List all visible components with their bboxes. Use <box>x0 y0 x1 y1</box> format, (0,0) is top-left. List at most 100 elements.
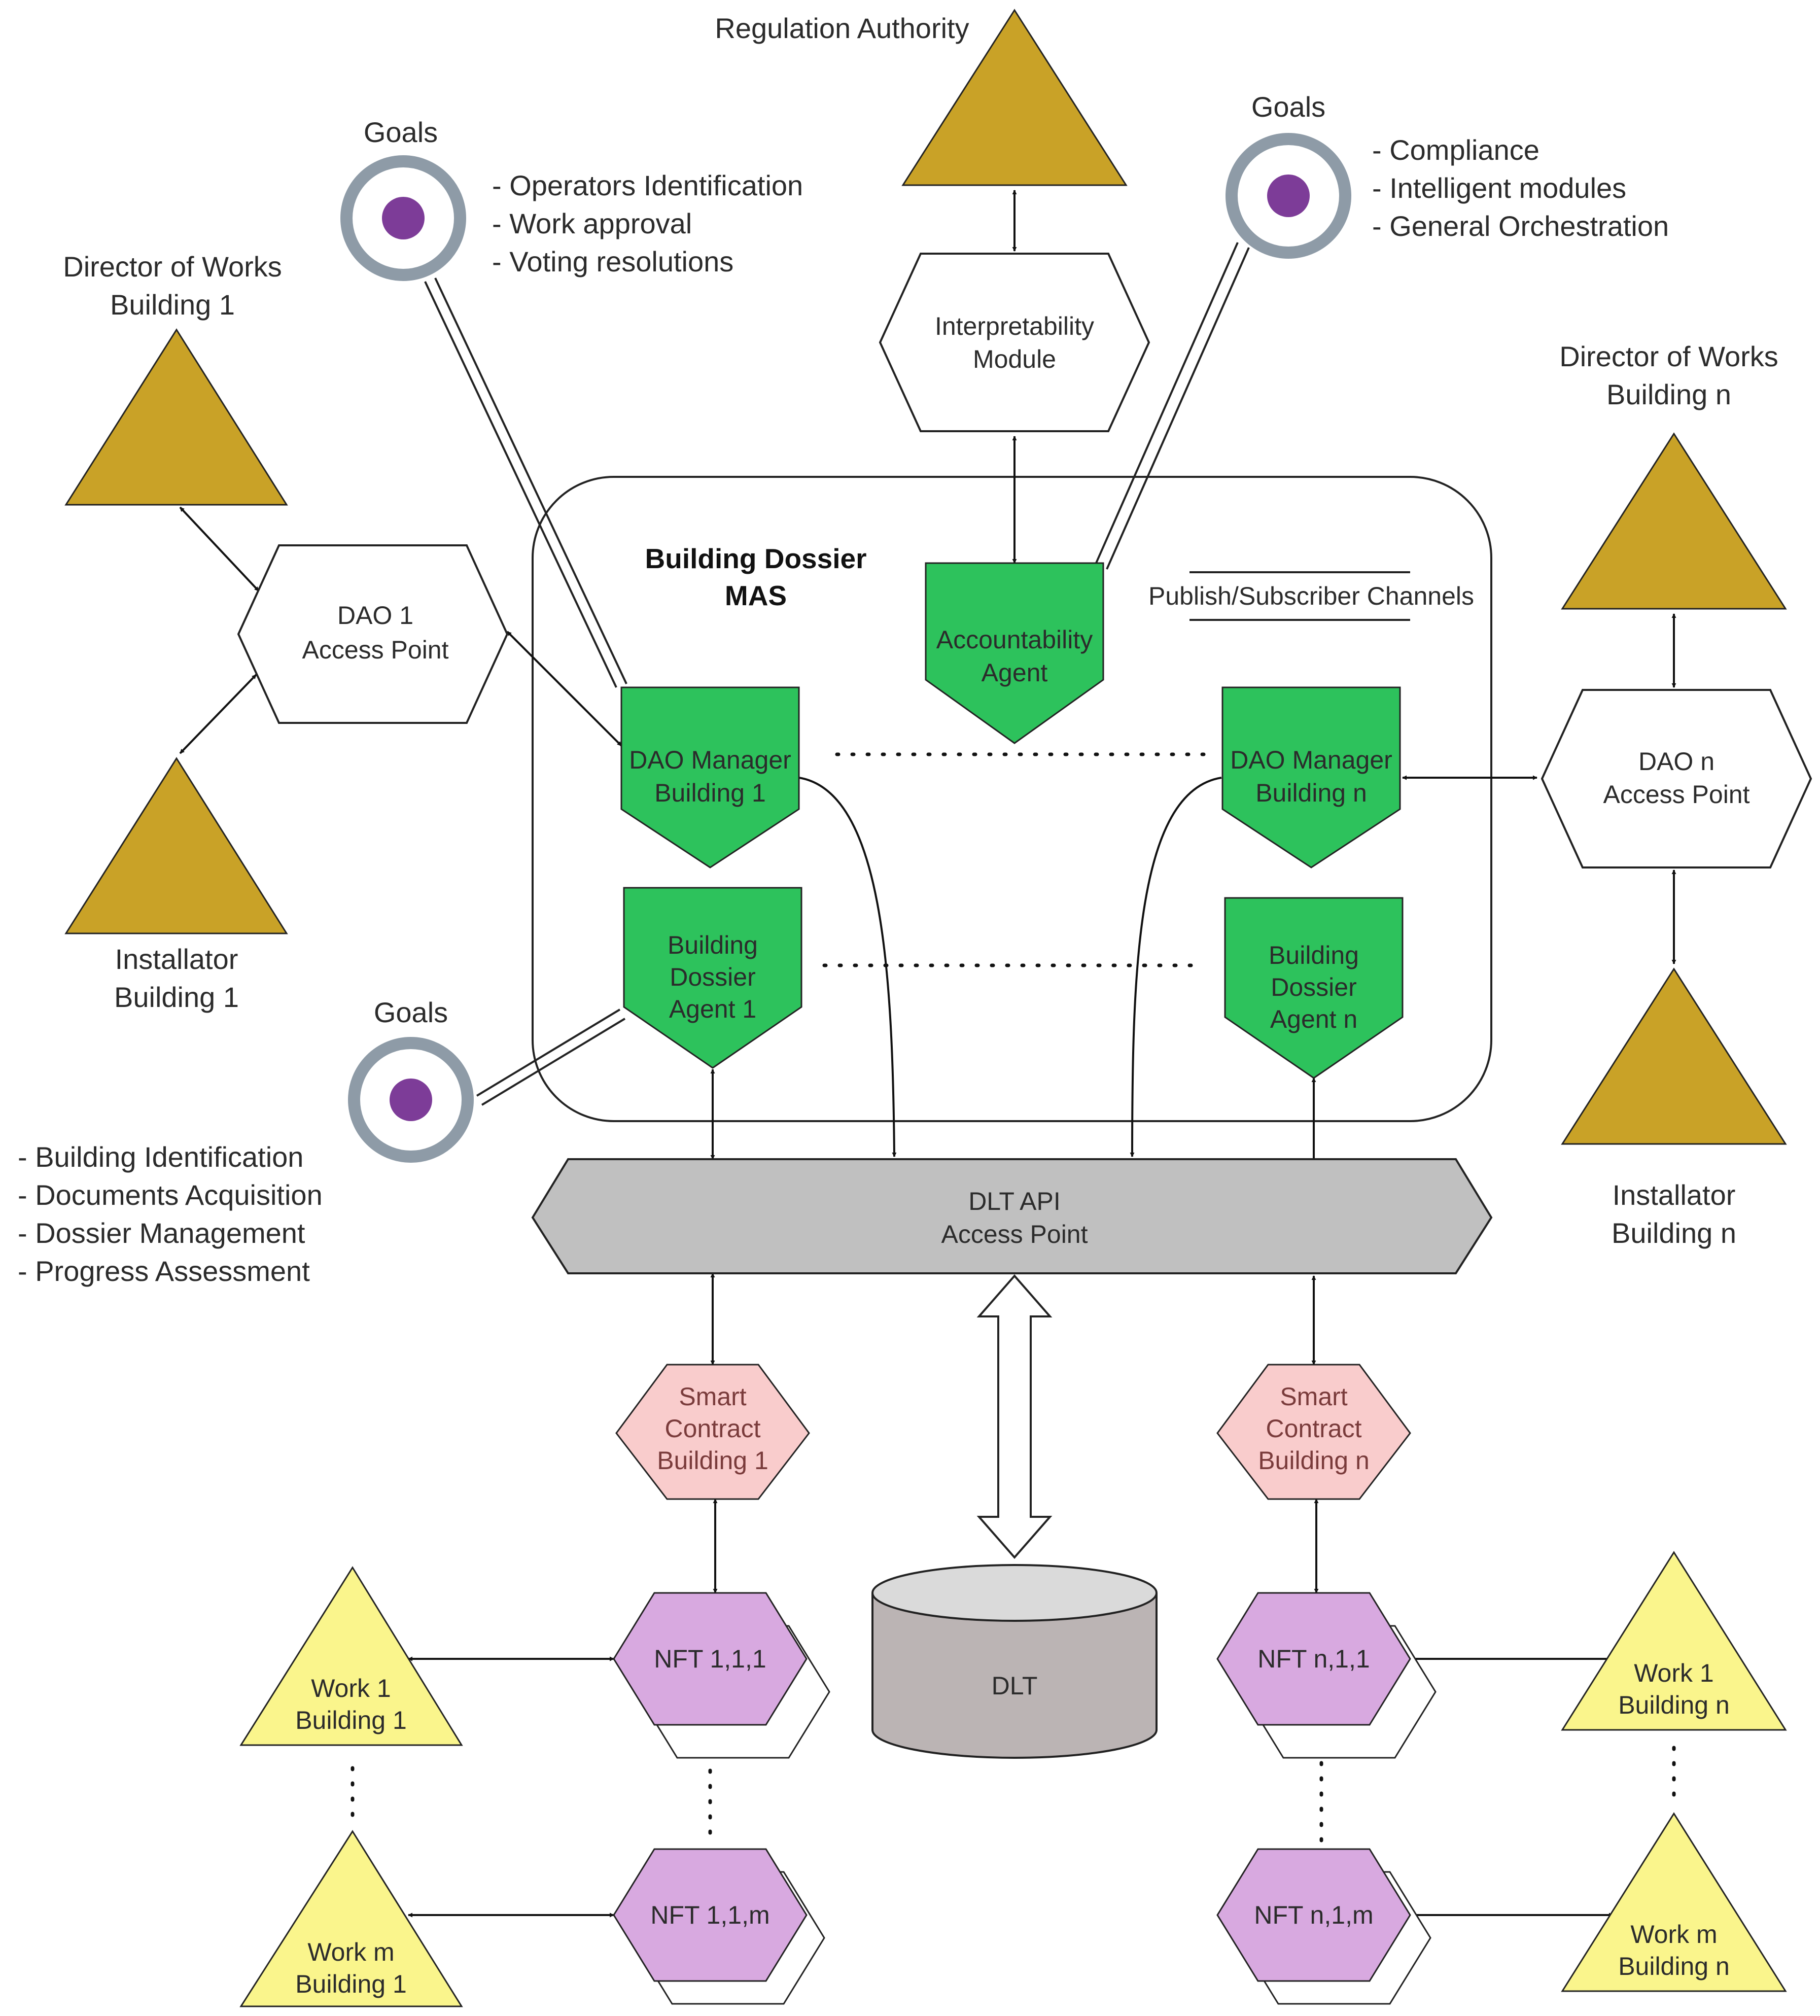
actor-label: Building n <box>1612 1217 1736 1249</box>
actor-triangle <box>901 9 1128 186</box>
building-dossier-agent-1: Building Dossier Agent 1 <box>623 887 802 1069</box>
agent-shape <box>1221 686 1401 868</box>
director-of-works-building-n: Director of Works Building n <box>1559 340 1787 610</box>
agent-label: Building <box>668 931 758 959</box>
smart-contract-building-1: Smart Contract Building 1 <box>615 1364 810 1500</box>
goal-item: - Progress Assessment <box>18 1255 310 1287</box>
work-label: Work m <box>307 1938 394 1966</box>
nft-label: NFT n,1,m <box>1254 1901 1373 1929</box>
agent-label: Building <box>1269 941 1359 969</box>
agent-shape <box>620 686 800 868</box>
mas-container <box>532 476 1492 1122</box>
agent-label: DAO Manager <box>629 746 791 774</box>
nft-n-1-m: NFT n,1,m <box>1216 1848 1431 2005</box>
hexagon <box>1216 1364 1411 1500</box>
agent-shape <box>925 562 1104 744</box>
work-label: Building n <box>1618 1691 1730 1719</box>
agent-label: Dossier <box>1271 973 1356 1001</box>
work-triangle <box>1561 1812 1787 1992</box>
actor-label: Building 1 <box>110 289 235 321</box>
agent-label: Agent n <box>1270 1005 1357 1033</box>
installator-building-1: Installator Building 1 <box>64 757 288 1013</box>
agent-shape <box>623 887 802 1069</box>
work-label: Building n <box>1618 1952 1730 1980</box>
dlt-label: DLT <box>992 1672 1038 1700</box>
nft-label: NFT 1,1,m <box>650 1901 769 1929</box>
agent-label: Agent <box>982 658 1048 687</box>
goal-dot <box>382 197 425 239</box>
accountability-agent: Accountability Agent <box>925 562 1104 744</box>
agent-shape <box>1224 897 1404 1079</box>
work-1-building-n: Work 1 Building n <box>1561 1551 1787 1731</box>
hex-label: Smart <box>1280 1382 1347 1411</box>
nft-front <box>613 1848 808 1982</box>
actor-triangle <box>64 757 288 934</box>
hexagon <box>237 544 509 724</box>
goal-item: - Intelligent modules <box>1372 172 1626 204</box>
work-label: Work 1 <box>311 1674 391 1702</box>
hexagon <box>879 253 1150 432</box>
hex-label: DAO n <box>1638 747 1714 776</box>
hex-label: Building n <box>1258 1446 1370 1475</box>
hex-label: Access Point <box>1603 780 1749 809</box>
agent-label: Building n <box>1255 779 1367 807</box>
actor-triangle <box>1561 432 1787 610</box>
hex-label: DLT API <box>968 1187 1061 1215</box>
work-triangle <box>1561 1551 1787 1731</box>
work-triangle <box>239 1830 463 2007</box>
agent-label: DAO Manager <box>1230 746 1392 774</box>
building-dossier-agent-n: Building Dossier Agent n <box>1224 897 1404 1079</box>
goal-ring <box>348 1037 474 1163</box>
agent-label: Agent 1 <box>669 995 756 1023</box>
agent-label: Accountability <box>936 625 1093 654</box>
nft-front <box>613 1592 808 1726</box>
actor-label: Building n <box>1606 378 1731 410</box>
goal-ring <box>340 155 466 281</box>
work-label: Work m <box>1630 1920 1717 1949</box>
nft-1-1-m: NFT 1,1,m <box>613 1848 825 2005</box>
actor-label: Regulation Authority <box>715 12 969 44</box>
goal-dot <box>1267 175 1310 217</box>
goal-item: - Voting resolutions <box>492 246 733 277</box>
dao-manager-building-n: DAO Manager Building n <box>1221 686 1401 868</box>
dlt-database: DLT <box>871 1564 1158 1759</box>
goal-3: Goals - Building Identification - Docume… <box>18 996 474 1287</box>
work-label: Work 1 <box>1634 1659 1713 1687</box>
nft-1-1-1: NFT 1,1,1 <box>613 1592 830 1759</box>
cylinder-top <box>871 1564 1158 1622</box>
hex-label: DAO 1 <box>337 601 413 630</box>
goal-2: Goals - Compliance - Intelligent modules… <box>1226 91 1669 259</box>
goal-item: - Compliance <box>1372 134 1539 166</box>
smart-contract-building-n: Smart Contract Building n <box>1216 1364 1411 1500</box>
work-m-building-n: Work m Building n <box>1561 1812 1787 1992</box>
hex-label: Access Point <box>941 1220 1088 1248</box>
goal-links <box>424 242 1250 1106</box>
dao-n-access-point: DAO n Access Point <box>1541 689 1812 868</box>
director-of-works-building-1: Director of Works Building 1 <box>63 251 288 506</box>
mas-title-line2: MAS <box>725 580 787 611</box>
hex-label: Contract <box>665 1414 761 1443</box>
regulation-authority: Regulation Authority <box>715 9 1128 186</box>
hex-label: Building 1 <box>657 1446 768 1475</box>
work-label: Building 1 <box>295 1970 407 1998</box>
nft-front <box>1216 1592 1411 1726</box>
actor-label: Director of Works <box>1559 340 1778 372</box>
installator-building-n: Installator Building n <box>1561 967 1787 1249</box>
work-1-building-1: Work 1 Building 1 <box>239 1566 463 1746</box>
dotted-lines <box>351 752 1676 1849</box>
interpretability-module: Interpretability Module <box>879 253 1150 432</box>
actor-triangle <box>1561 967 1787 1145</box>
goal-item: - Documents Acquisition <box>18 1179 323 1211</box>
actor-label: Installator <box>115 943 238 975</box>
actor-label: Building 1 <box>114 981 239 1013</box>
hex-label: Access Point <box>302 636 448 664</box>
publish-subscriber-channels: Publish/Subscriber Channels <box>1148 582 1474 610</box>
nft-front <box>1216 1848 1411 1982</box>
nft-label: NFT 1,1,1 <box>654 1645 766 1673</box>
work-triangle <box>239 1566 463 1746</box>
actor-label: Installator <box>1613 1179 1736 1211</box>
hexagon <box>615 1364 810 1500</box>
goal-dot <box>390 1079 432 1121</box>
goal-label: Goals <box>364 116 438 148</box>
goal-item: - Dossier Management <box>18 1217 305 1249</box>
